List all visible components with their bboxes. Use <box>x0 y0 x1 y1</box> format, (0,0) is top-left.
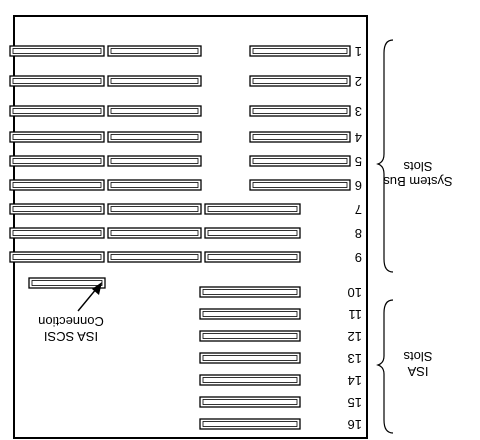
slot-number-13: 13 <box>348 351 362 366</box>
system-label-line-2: Slots <box>403 159 432 174</box>
system-slot-3-segment-2-inner <box>110 108 199 114</box>
slot-number-14: 14 <box>348 373 362 388</box>
system-slot-7-segment-3-inner <box>12 206 102 212</box>
isa-slot-15-inner <box>202 399 298 405</box>
system-slot-3-segment-1-inner <box>252 108 348 114</box>
system-slot-6-segment-2-inner <box>110 182 199 188</box>
slot-number-16: 16 <box>348 417 362 432</box>
system-slot-6-segment-1-inner <box>252 182 348 188</box>
system-slot-5-segment-1-inner <box>252 158 348 164</box>
system-slot-1-segment-1-inner <box>252 48 348 54</box>
system-slot-2-segment-2-inner <box>110 78 199 84</box>
slot-number-8: 8 <box>355 226 362 241</box>
scsi-connector-inner <box>31 280 103 286</box>
isa-brace <box>376 299 394 434</box>
scsi-connector <box>28 277 106 289</box>
system-slot-7-segment-1-inner <box>207 206 298 212</box>
slot-number-2: 2 <box>355 74 362 89</box>
system-slot-2-segment-1-inner <box>252 78 348 84</box>
isa-slot-group: 16 15 14 13 12 11 10 <box>199 285 363 432</box>
system-slot-9-segment-2-inner <box>110 254 199 260</box>
isa-slot-16-inner <box>202 421 298 427</box>
system-slot-6-segment-3-inner <box>12 182 102 188</box>
system-slot-5-segment-2-inner <box>110 158 199 164</box>
system-slot-group: 9 8 7 6 5 4 3 2 1 <box>9 44 362 265</box>
isa-slot-11-inner <box>202 311 298 317</box>
system-brace <box>376 39 394 273</box>
system-slot-4-segment-2-inner <box>110 134 199 140</box>
system-label: System Bus Slots <box>383 159 453 189</box>
system-slot-9-segment-1-inner <box>207 254 298 260</box>
slot-number-5: 5 <box>355 154 362 169</box>
slot-number-11: 11 <box>349 307 363 322</box>
slot-number-1: 1 <box>355 44 362 59</box>
slot-number-4: 4 <box>355 130 362 145</box>
isa-label: ISA Slots <box>403 349 432 379</box>
system-slot-1-segment-3-inner <box>12 48 102 54</box>
system-slot-8-segment-3-inner <box>12 230 102 236</box>
isa-slot-14-inner <box>202 377 298 383</box>
system-slot-3-segment-3-inner <box>12 108 102 114</box>
isa-slot-12-inner <box>202 333 298 339</box>
isa-slot-13-inner <box>202 355 298 361</box>
scsi-label: ISA SCSI Connection <box>38 314 104 344</box>
system-slot-7-segment-2-inner <box>110 206 199 212</box>
slot-number-10: 10 <box>348 285 362 300</box>
slot-number-7: 7 <box>355 202 362 217</box>
scsi-arrow-head <box>92 282 102 295</box>
scsi-arrow-line <box>77 287 98 312</box>
isa-slot-10-inner <box>202 289 298 295</box>
scsi-label-line-2: Connection <box>38 314 104 329</box>
slot-number-12: 12 <box>348 329 362 344</box>
system-slot-9-segment-3-inner <box>12 254 102 260</box>
slot-number-6: 6 <box>355 178 362 193</box>
system-slot-8-segment-1-inner <box>207 230 298 236</box>
system-slot-5-segment-3-inner <box>12 158 102 164</box>
isa-label-line-2: Slots <box>403 349 432 364</box>
system-slot-8-segment-2-inner <box>110 230 199 236</box>
slot-number-15: 15 <box>348 395 362 410</box>
slot-number-9: 9 <box>355 250 362 265</box>
slot-number-3: 3 <box>355 104 362 119</box>
isa-label-line-1: ISA <box>407 364 428 379</box>
system-slot-1-segment-2-inner <box>110 48 199 54</box>
system-slot-4-segment-1-inner <box>252 134 348 140</box>
scsi-label-line-1: ISA SCSI <box>44 329 98 344</box>
system-label-line-1: System Bus <box>383 174 453 189</box>
system-slot-4-segment-3-inner <box>12 134 102 140</box>
system-slot-2-segment-3-inner <box>12 78 102 84</box>
scsi-arrow <box>77 282 102 312</box>
